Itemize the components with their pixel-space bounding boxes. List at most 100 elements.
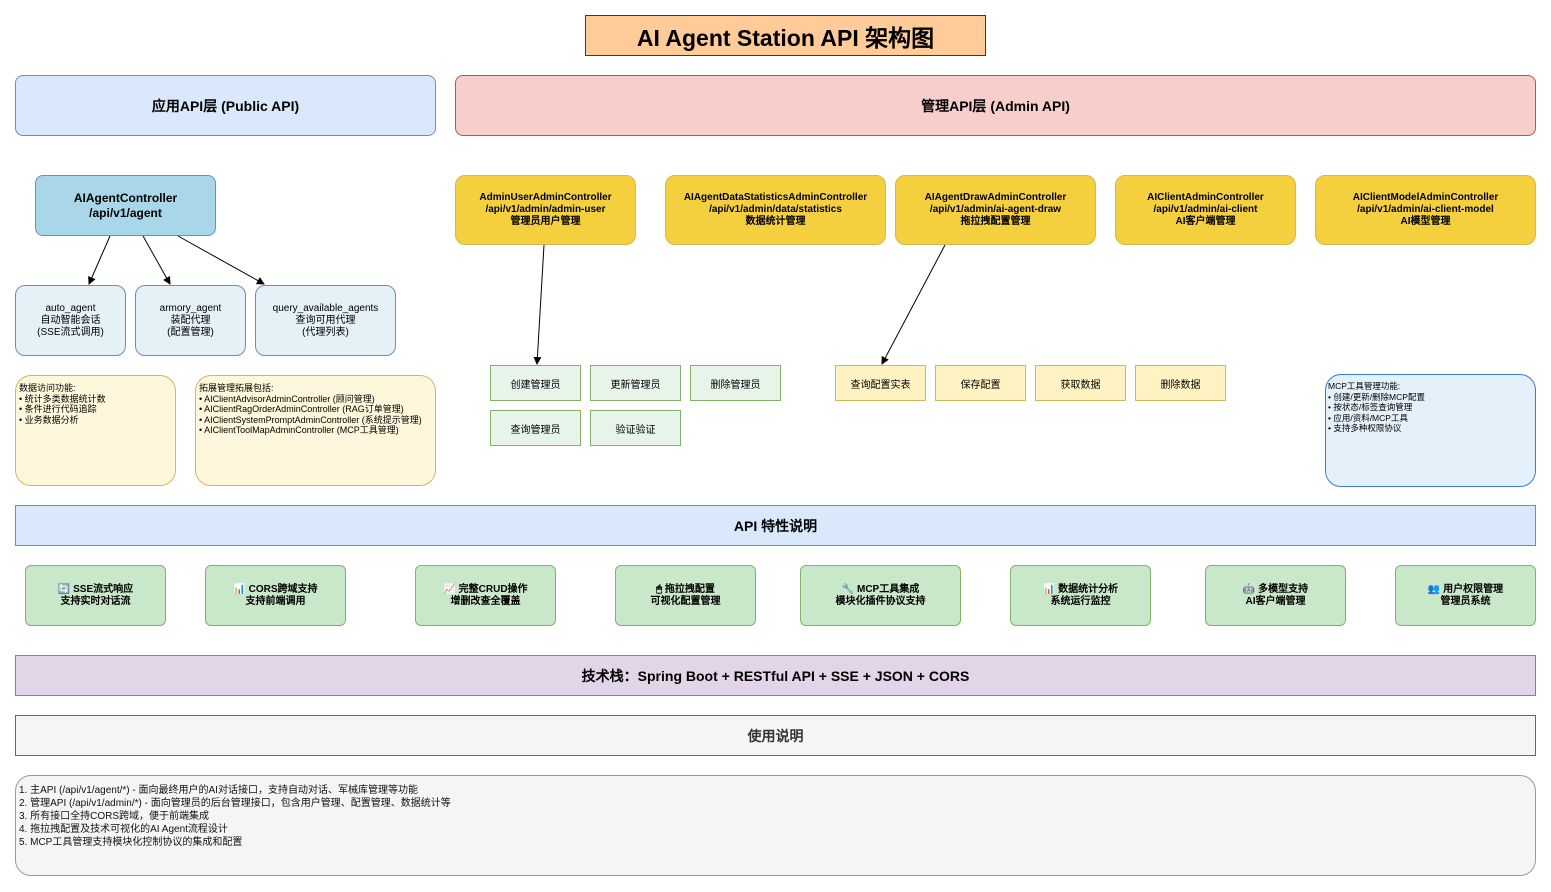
- arrow-to-query-config: [881, 244, 946, 365]
- robot-icon: 🤖: [1242, 583, 1256, 595]
- arrow-to-auto-agent: [88, 235, 111, 285]
- op-create-admin: 创建管理员: [490, 365, 581, 401]
- controller-name: AIAgentController: [73, 190, 178, 205]
- controller-name: AdminUserAdminController: [479, 192, 612, 203]
- op-delete-admin: 删除管理员: [690, 365, 781, 401]
- arrow-to-create-admin: [533, 244, 545, 365]
- note-line: • 按状态/标签查询管理: [1328, 402, 1413, 412]
- feature-mcp: 🔧 MCP工具集成 模块化插件协议支持: [800, 565, 961, 626]
- data-statistics-controller: AIAgentDataStatisticsAdminController /ap…: [665, 175, 886, 245]
- feature-drag-config: 🖱 拖拉拽配置 可视化配置管理: [615, 565, 756, 626]
- users-icon: 👥: [1427, 583, 1441, 595]
- note-line: • AIClientToolMapAdminController (MCP工具管…: [199, 425, 399, 435]
- features-header: API 特性说明: [15, 505, 1536, 546]
- note-line: • 创建/更新/删除MCP配置: [1328, 391, 1425, 402]
- op-delete-data: 删除数据: [1135, 365, 1226, 401]
- usage-item: 3. 所有接口全持CORS跨域，便于前端集成: [19, 811, 210, 822]
- arrow-to-query-agents: [177, 235, 265, 285]
- controller-desc: 数据统计管理: [745, 216, 806, 227]
- agent-draw-controller: AIAgentDrawAdminController /api/v1/admin…: [895, 175, 1096, 245]
- endpoint-auto-agent: auto_agent 自动智能会话 (SSE流式调用): [15, 285, 126, 356]
- op-query-config: 查询配置实表: [835, 365, 926, 401]
- note-line: • AIClientRagOrderAdminController (RAG订单…: [199, 404, 404, 414]
- op-verify-admin: 验证验证: [590, 410, 681, 446]
- op-query-admin: 查询管理员: [490, 410, 581, 446]
- endpoint-note: (SSE流式调用): [37, 326, 104, 338]
- controller-name: AIClientModelAdminController: [1352, 192, 1499, 203]
- feature-desc: 系统运行监控: [1050, 595, 1111, 607]
- endpoint-desc: 查询可用代理: [295, 314, 356, 326]
- controller-path: /api/v1/admin/admin-user: [485, 204, 606, 215]
- endpoint-name: armory_agent: [159, 302, 222, 314]
- controller-path: /api/v1/admin/ai-client: [1153, 204, 1258, 215]
- extension-note: 拓展管理拓展包括: • AIClientAdvisorAdminControll…: [195, 375, 436, 486]
- note-line: • 统计多类数据统计数: [19, 393, 106, 404]
- controller-name: AIClientAdminController: [1147, 192, 1264, 203]
- public-api-layer: 应用API层 (Public API): [15, 75, 436, 136]
- feature-desc: 支持前端调用: [245, 595, 306, 607]
- usage-item: 5. MCP工具管理支持模块化控制协议的集成和配置: [19, 837, 243, 848]
- feature-desc: 支持实时对话流: [60, 595, 131, 607]
- endpoint-name: query_available_agents: [272, 302, 379, 314]
- feature-title: CORS跨域支持: [248, 583, 318, 595]
- feature-desc: 增删改查全覆盖: [450, 595, 521, 607]
- feature-title: 拖拉拽配置: [664, 583, 715, 595]
- bar-chart-icon: 📊: [233, 583, 246, 595]
- ai-client-model-controller: AIClientModelAdminController /api/v1/adm…: [1315, 175, 1536, 245]
- op-update-admin: 更新管理员: [590, 365, 681, 401]
- endpoint-desc: 自动智能会话: [40, 314, 101, 326]
- feature-multi-model: 🤖 多模型支持 AI客户端管理: [1205, 565, 1346, 626]
- controller-path: /api/v1/admin/ai-agent-draw: [929, 204, 1062, 215]
- feature-statistics: 📊 数据统计分析 系统运行监控: [1010, 565, 1151, 626]
- usage-list: 1. 主API (/api/v1/agent/*) - 面向最终用户的AI对话接…: [15, 775, 1536, 876]
- controller-desc: AI模型管理: [1400, 216, 1451, 227]
- feature-desc: AI客户端管理: [1245, 595, 1306, 607]
- endpoint-desc: 装配代理: [170, 314, 211, 326]
- data-access-note: 数据访问功能: • 统计多类数据统计数 • 条件进行代码追踪 • 业务数据分析: [15, 375, 176, 486]
- feature-sse: 🔄 SSE流式响应 支持实时对话流: [25, 565, 166, 626]
- cursor-icon: 🖱: [656, 583, 663, 595]
- bar-chart-icon: 📊: [1042, 583, 1056, 595]
- endpoint-name: auto_agent: [45, 302, 96, 314]
- feature-title: 数据统计分析: [1058, 583, 1119, 595]
- controller-name: AIAgentDrawAdminController: [924, 192, 1067, 203]
- controller-path: /api/v1/agent: [89, 205, 162, 220]
- note-line: • AIClientSystemPromptAdminController (系…: [199, 414, 422, 425]
- controller-name: AIAgentDataStatisticsAdminController: [683, 192, 868, 203]
- ai-client-controller: AIClientAdminController /api/v1/admin/ai…: [1115, 175, 1296, 245]
- note-line: • 业务数据分析: [19, 414, 79, 425]
- note-line: • AIClientAdvisorAdminController (顾问管理): [199, 393, 375, 404]
- op-get-data: 获取数据: [1035, 365, 1126, 401]
- endpoint-armory-agent: armory_agent 装配代理 (配置管理): [135, 285, 246, 356]
- controller-desc: 管理员用户管理: [510, 216, 581, 227]
- endpoint-query-available-agents: query_available_agents 查询可用代理 (代理列表): [255, 285, 396, 356]
- feature-crud: 📈 完整CRUD操作 增删改查全覆盖: [415, 565, 556, 626]
- note-line: • 条件进行代码追踪: [19, 404, 97, 414]
- tech-stack: 技术栈：Spring Boot + RESTful API + SSE + JS…: [15, 655, 1536, 696]
- endpoint-note: (配置管理): [167, 326, 214, 338]
- admin-user-controller: AdminUserAdminController /api/v1/admin/a…: [455, 175, 636, 245]
- feature-title: SSE流式响应: [73, 583, 134, 595]
- usage-item: 4. 拖拉拽配置及技术可视化的AI Agent流程设计: [19, 824, 228, 835]
- note-line: • 应用/资料/MCP工具: [1328, 412, 1408, 423]
- controller-path: /api/v1/admin/ai-client-model: [1357, 204, 1494, 215]
- feature-title: 完整CRUD操作: [458, 583, 528, 595]
- note-line: MCP工具管理功能:: [1328, 381, 1401, 391]
- usage-item: 1. 主API (/api/v1/agent/*) - 面向最终用户的AI对话接…: [19, 785, 418, 796]
- feature-title: 用户权限管理: [1443, 583, 1504, 595]
- ai-agent-controller: AIAgentController /api/v1/agent: [35, 175, 216, 236]
- op-save-config: 保存配置: [935, 365, 1026, 401]
- feature-desc: 管理员系统: [1440, 595, 1491, 607]
- feature-user-permission: 👥 用户权限管理 管理员系统: [1395, 565, 1536, 626]
- note-line: • 支持多种权限协议: [1328, 423, 1402, 433]
- trend-chart-icon: 📈: [443, 583, 456, 595]
- controller-path: /api/v1/admin/data/statistics: [709, 204, 842, 215]
- admin-api-layer: 管理API层 (Admin API): [455, 75, 1536, 136]
- arrow-to-armory-agent: [142, 235, 171, 285]
- note-line: 拓展管理拓展包括:: [199, 383, 274, 393]
- usage-header: 使用说明: [15, 715, 1536, 756]
- feature-desc: 模块化插件协议支持: [835, 595, 926, 607]
- endpoint-note: (代理列表): [302, 326, 349, 338]
- feature-desc: 可视化配置管理: [650, 595, 721, 607]
- note-line: 数据访问功能:: [19, 383, 76, 393]
